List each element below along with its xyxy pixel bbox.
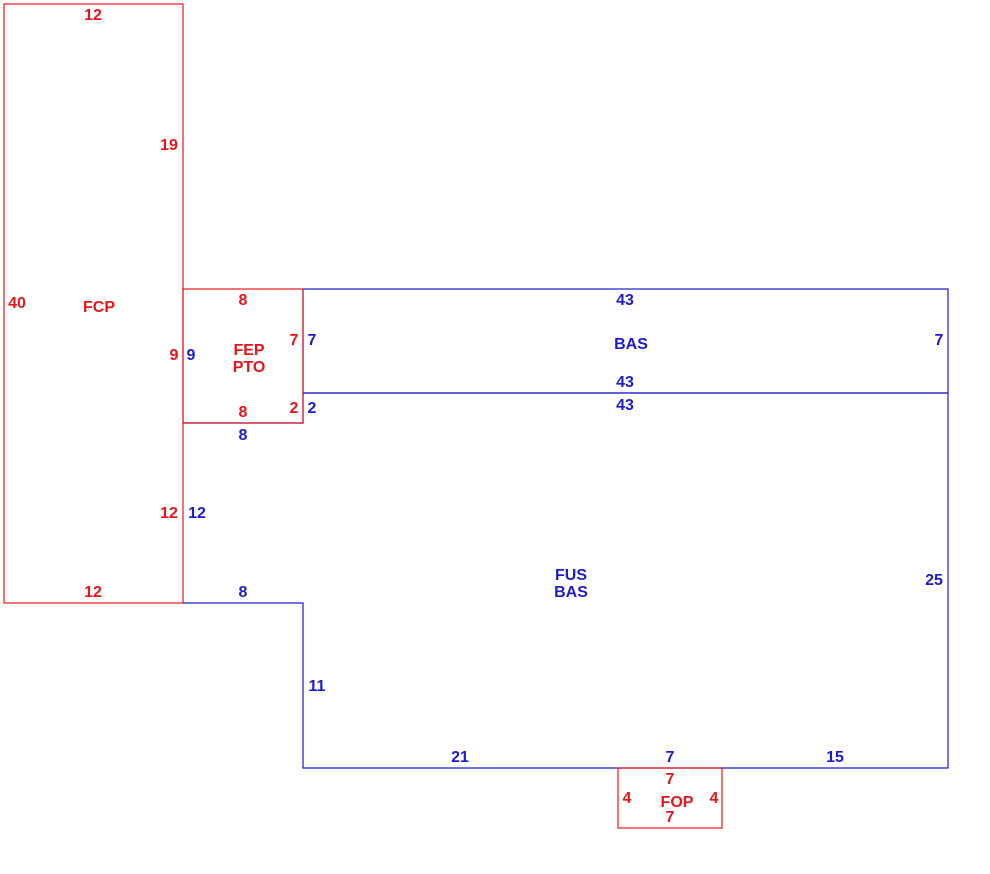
fep-label: FEP <box>233 342 264 359</box>
blue-outlines <box>183 288 949 769</box>
bas-label: BAS <box>614 336 648 353</box>
dim-bas-top: 43 <box>616 292 634 309</box>
dim-fcp-bottom: 12 <box>84 584 102 601</box>
dim-fus-left-mid: 12 <box>188 505 206 522</box>
dim-bas-left: 9 <box>187 347 196 364</box>
dim-fcp-right-mid: 9 <box>170 347 179 364</box>
dim-fop-right: 4 <box>710 790 719 807</box>
dim-fus-left-upper: 2 <box>308 400 317 417</box>
dim-fus-notch-bottom: 8 <box>239 584 248 601</box>
dim-fus-notch-top: 8 <box>239 427 248 444</box>
fop-outline <box>617 767 723 829</box>
red-dimensions: 12 19 40 9 12 12 8 7 8 2 7 4 4 7 <box>8 7 718 826</box>
dim-fus-bottom-right: 15 <box>826 749 844 766</box>
fop-label: FOP <box>661 794 694 811</box>
dim-fus-left-lower: 11 <box>309 678 326 695</box>
fep-outline <box>182 288 304 424</box>
dim-fop-top: 7 <box>666 771 675 788</box>
dim-fcp-right-upper: 19 <box>160 137 178 154</box>
dim-fcp-top: 12 <box>84 7 102 24</box>
dim-fep-bottom: 8 <box>239 404 248 421</box>
dim-fop-bottom: 7 <box>666 809 675 826</box>
fus-bas-label: BAS <box>554 584 588 601</box>
area-labels: FCP FEP PTO BAS FUS BAS FOP <box>83 299 694 811</box>
dim-fus-bottom-mid: 7 <box>666 749 675 766</box>
dim-fcp-right-lower: 12 <box>160 505 178 522</box>
dim-fop-left: 4 <box>623 790 632 807</box>
dim-fcp-left: 40 <box>8 295 26 312</box>
fus-label: FUS <box>555 567 587 584</box>
dim-fus-top: 43 <box>616 397 634 414</box>
dim-bas-left-upper: 7 <box>308 332 317 349</box>
dim-fep-right-lower: 2 <box>290 400 299 417</box>
dim-fep-top: 8 <box>239 292 248 309</box>
pto-label: PTO <box>233 359 266 376</box>
dim-bas-bottom: 43 <box>616 374 634 391</box>
dim-fus-right: 25 <box>925 572 943 589</box>
dim-fus-bottom-left: 21 <box>451 749 469 766</box>
red-outlines <box>3 3 723 829</box>
blue-dimensions: 9 7 43 7 43 43 2 8 12 8 25 11 21 7 15 <box>187 292 944 766</box>
fcp-label: FCP <box>83 299 115 316</box>
dim-fep-right: 7 <box>290 332 299 349</box>
dim-bas-right: 7 <box>935 332 944 349</box>
